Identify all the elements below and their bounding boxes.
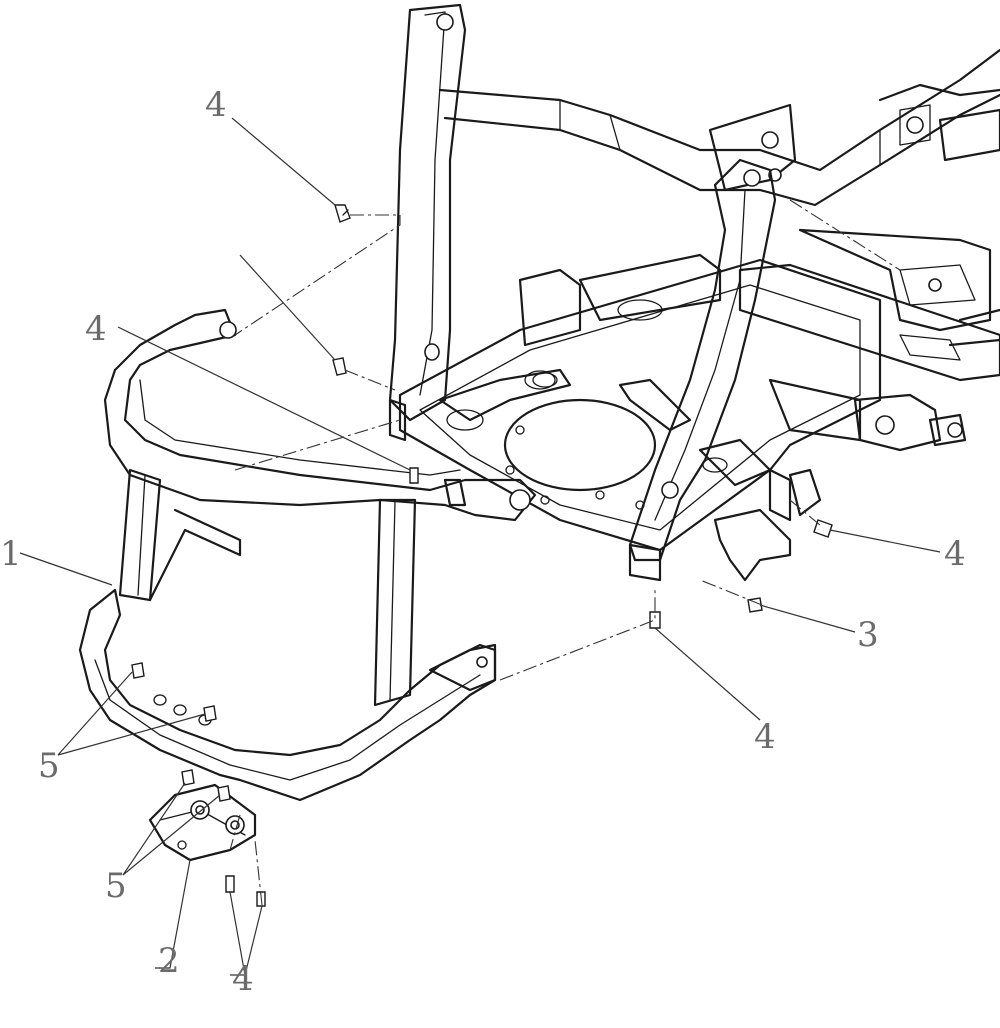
callout-4-lower: 4: [754, 717, 776, 757]
nut-part-3: [747, 597, 763, 613]
bolt-bumper-2: [203, 705, 217, 722]
callout-3: 3: [857, 615, 879, 655]
bolt-lower-center: [649, 611, 661, 629]
bolt-skid-3: [225, 875, 235, 893]
skid-plate-part-2: [148, 783, 257, 862]
callout-2: 2: [158, 941, 180, 981]
main-deck-plate: [398, 253, 882, 582]
leader-lines: [19, 117, 941, 976]
bolt-skid-2: [217, 785, 231, 802]
bolt-mid-left: [332, 357, 347, 376]
bolt-deck-front: [409, 467, 419, 484]
callout-4-upper: 4: [205, 85, 227, 125]
bolt-skid-1: [181, 769, 195, 786]
callout-4-left: 4: [85, 309, 107, 349]
callout-4-right: 4: [944, 534, 966, 574]
callout-1: 1: [0, 534, 22, 574]
assembly-center-lines: [229, 199, 901, 906]
callout-labels: 4 4 1 4 3 4 5 5 2 4: [0, 85, 966, 999]
bolt-bumper-1: [131, 662, 145, 679]
right-upright-post: [628, 158, 777, 562]
bolt-upper-left: [334, 204, 351, 223]
front-bumper-part-1: [78, 308, 537, 802]
callout-5-skid: 5: [105, 866, 127, 906]
callout-4-skid: 4: [232, 959, 254, 999]
chassis-frame: [438, 48, 1000, 452]
callout-5-bumper: 5: [38, 746, 60, 786]
left-upright-post: [388, 3, 467, 442]
